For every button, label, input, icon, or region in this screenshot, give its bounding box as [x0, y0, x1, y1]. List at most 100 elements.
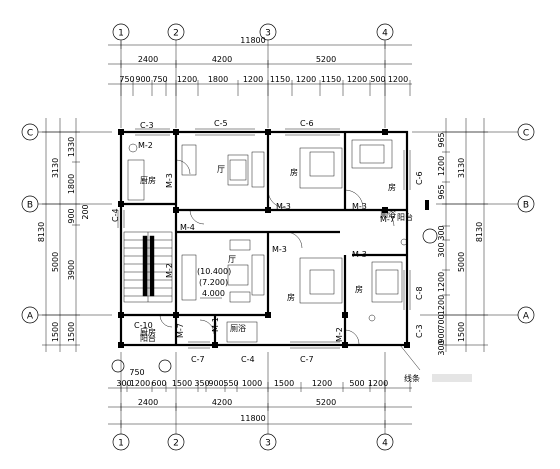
left-small-200: 200 [81, 204, 90, 219]
top-seg-5: 1800 [208, 75, 228, 84]
bottom-seg-11: 500 [349, 379, 364, 388]
left-part-3900: 3900 [67, 260, 76, 280]
right-part-300c: 300 [437, 340, 446, 355]
right-c-b-dim: 3130 [457, 158, 466, 178]
right-b-a-dim: 5000 [457, 252, 466, 272]
bottom-seg-7: 550 [223, 379, 238, 388]
bottom-dimension-chain: 300 1200 600 1500 350 900 550 1000 1500 … [108, 368, 412, 428]
axis-label-b-left: B [27, 201, 33, 211]
door-swings [159, 159, 395, 345]
bottom-seg-3: 600 [151, 379, 166, 388]
right-part-900: 900 [437, 328, 446, 343]
bottom-seg-6: 900 [208, 379, 223, 388]
code-m2-top: M-2 [138, 141, 153, 150]
right-part-1200a: 1200 [437, 156, 446, 176]
code-c4-bottom: C-4 [241, 355, 255, 364]
code-m2-bottom: M-2 [335, 327, 344, 342]
code-c6-right: C-6 [415, 171, 424, 185]
axis-label-b-right: B [523, 201, 529, 211]
code-c5: C-5 [214, 119, 228, 128]
code-m3-d: M-3 [272, 245, 287, 254]
axis-label-4-bottom: 4 [382, 439, 388, 449]
row-axis-bubbles-right: C B A [517, 123, 535, 324]
bottom-seg-10: 1200 [312, 379, 332, 388]
axis-label-c-right: C [523, 129, 529, 139]
code-c6-top: C-6 [300, 119, 314, 128]
label-room-2: 房 [388, 182, 396, 192]
label-balcony-right: 阳台 [397, 212, 413, 222]
label-room-4: 房 [355, 284, 363, 294]
code-c10: C-10 [134, 321, 153, 330]
right-part-300b: 300 [437, 242, 446, 257]
bottom-seg-5: 350 [194, 379, 209, 388]
label-room-3: 房 [287, 292, 295, 302]
top-dim-4200: 4200 [212, 55, 232, 64]
bottom-total-dimension: 11800 [240, 414, 265, 423]
left-part-1500: 1500 [67, 322, 76, 342]
code-c7-a: C-7 [191, 355, 205, 364]
top-dim-2400: 2400 [138, 55, 158, 64]
code-c3-top: C-3 [140, 121, 154, 130]
label-toilet: 厕浴 [230, 323, 246, 333]
right-a-dim: 1500 [457, 322, 466, 342]
top-seg-10: 1200 [347, 75, 367, 84]
label-balcony-bottom: 阳台 [140, 333, 156, 343]
axis-label-2-bottom: 2 [173, 439, 179, 449]
left-part-1330: 1330 [67, 137, 76, 157]
axis-label-4-top: 4 [382, 29, 388, 39]
left-dimension-chain: 8130 3130 5000 1500 1330 1800 900 3900 1… [37, 118, 90, 352]
left-total-dim: 8130 [37, 222, 46, 242]
code-m7-right: M-7 [380, 215, 395, 224]
staircase [123, 231, 173, 303]
code-m4: M-4 [180, 223, 195, 232]
code-m3-a: M-3 [165, 173, 174, 188]
code-m3-c: M-3 [352, 202, 367, 211]
right-part-300a: 300 [437, 225, 446, 240]
section-symbols [111, 200, 438, 373]
code-c4-left: C-4 [111, 208, 120, 222]
label-kitchen-bottom: 厨房 [140, 327, 156, 337]
code-c7-b: C-7 [300, 355, 314, 364]
bottom-dim-5200: 5200 [316, 398, 336, 407]
label-linetext: 线条 [404, 373, 420, 383]
bottom-dim-2400: 2400 [138, 398, 158, 407]
right-part-700: 700 [437, 314, 446, 329]
top-seg-1: 750 [119, 75, 134, 84]
row-axis-bubbles-left: C B A [21, 123, 39, 324]
right-part-965b: 965 [437, 184, 446, 199]
right-total-dim: 8130 [475, 222, 484, 242]
bottom-ticks [120, 382, 411, 428]
label-toilet-right: 厕浴 [380, 209, 396, 219]
area-annotations: (10.400) (7.200) 4.000 [197, 267, 231, 299]
room-labels: 厨房 厨房 厅 厅 房 房 房 房 阳台 阳台 厕浴 厕浴 [140, 165, 413, 343]
bottom-seg-9: 1500 [274, 379, 294, 388]
bottom-seg-8: 1000 [242, 379, 262, 388]
axis-label-c-left: C [27, 129, 33, 139]
bottom-seg-4: 1500 [172, 379, 192, 388]
bottom-seg-1: 300 [116, 379, 131, 388]
top-seg-2: 900 [135, 75, 150, 84]
area-7200: (7.200) [199, 278, 228, 287]
top-seg-11: 500 [370, 75, 385, 84]
label-living-bottom: 厅 [228, 255, 236, 264]
axis-label-a-right: A [523, 312, 530, 322]
left-a-dim: 1500 [51, 322, 60, 342]
code-c8: C-8 [415, 286, 424, 300]
axis-label-2-top: 2 [173, 29, 179, 39]
code-m7-a: M-7 [176, 323, 185, 338]
code-m3-b: M-3 [276, 202, 291, 211]
axis-label-3-top: 3 [265, 29, 271, 39]
code-m2-left: M-2 [165, 263, 174, 278]
top-seg-9: 1150 [321, 75, 341, 84]
top-level3-ticks [120, 60, 411, 96]
axis-label-1-top: 1 [118, 29, 124, 39]
label-kitchen-top: 厨房 [140, 175, 156, 185]
top-seg-3: 750 [152, 75, 167, 84]
furniture [127, 139, 408, 343]
left-part-900: 900 [67, 208, 76, 223]
area-10400: (10.400) [197, 267, 231, 276]
axis-label-1-bottom: 1 [118, 439, 124, 449]
top-seg-8: 1200 [296, 75, 316, 84]
top-seg-6: 1200 [243, 75, 263, 84]
